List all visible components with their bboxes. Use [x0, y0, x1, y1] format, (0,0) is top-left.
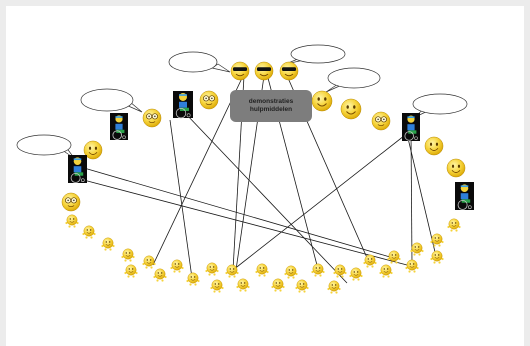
small-smiley-icon: [255, 263, 269, 277]
wheelchair-user-icon: [110, 113, 128, 140]
label-line-1: demonstraties: [248, 98, 294, 105]
smiley-icon: [83, 140, 103, 160]
smiley-icon: [199, 90, 219, 110]
small-smiley-icon: [271, 278, 285, 292]
small-smiley-icon: [379, 264, 393, 278]
smiley-icon: [446, 158, 466, 178]
small-smiley-icon: [82, 225, 96, 239]
sunglasses-smiley-icon: [254, 61, 274, 81]
smiley-icon: [371, 111, 391, 131]
small-smiley-icon: [295, 279, 309, 293]
small-smiley-icon: [142, 255, 156, 269]
smiley-icon: [340, 98, 362, 120]
wheelchair-user-icon: [455, 182, 474, 210]
sunglasses-smiley-icon: [230, 61, 250, 81]
small-smiley-icon: [153, 268, 167, 282]
label-line-2: hulpmiddelen: [249, 106, 293, 113]
sunglasses-smiley-icon: [279, 61, 299, 81]
small-smiley-icon: [387, 250, 401, 264]
wheelchair-user-icon: [68, 155, 87, 183]
speech-bubble-icon: [325, 67, 381, 93]
connection-line: [152, 75, 244, 266]
small-smiley-icon: [210, 279, 224, 293]
small-smiley-icon: [447, 218, 461, 232]
small-smiley-icon: [349, 267, 363, 281]
connection-line: [83, 167, 391, 258]
small-smiley-icon: [170, 259, 184, 273]
smiley-icon: [311, 90, 333, 112]
wheelchair-user-icon: [173, 91, 193, 119]
small-smiley-icon: [311, 263, 325, 277]
speech-bubble-icon: [80, 88, 143, 113]
smiley-icon: [142, 108, 162, 128]
smiley-icon: [424, 136, 444, 156]
connection-line: [185, 113, 348, 284]
small-smiley-icon: [236, 278, 250, 292]
small-smiley-icon: [363, 254, 377, 268]
small-smiley-icon: [225, 264, 239, 278]
diagram-sheet: demonstraties hulpmiddelen: [6, 6, 524, 346]
speech-bubble-icon: [168, 51, 231, 73]
small-smiley-icon: [121, 248, 135, 262]
small-smiley-icon: [405, 259, 419, 273]
small-smiley-icon: [410, 242, 424, 256]
connection-line: [410, 131, 413, 266]
connection-line: [75, 177, 408, 266]
small-smiley-icon: [327, 280, 341, 294]
network-diagram: [16, 44, 474, 294]
small-smiley-icon: [65, 214, 79, 228]
wheelchair-user-icon: [402, 113, 420, 141]
small-smiley-icon: [101, 237, 115, 251]
smiley-icon: [61, 192, 81, 212]
small-smiley-icon: [186, 272, 200, 286]
small-smiley-icon: [430, 250, 444, 264]
central-label-box: demonstraties hulpmiddelen: [230, 90, 312, 122]
connection-line: [232, 131, 410, 271]
small-smiley-icon: [205, 262, 219, 276]
speech-bubble-icon: [16, 134, 75, 159]
connection-line: [169, 119, 193, 279]
small-smiley-icon: [333, 264, 347, 278]
speech-bubble-icon: [412, 93, 468, 119]
connection-line: [406, 133, 436, 253]
speech-bubble-icon: [285, 44, 346, 65]
small-smiley-icon: [284, 265, 298, 279]
people-icons: [61, 61, 474, 294]
small-smiley-icon: [430, 233, 444, 247]
small-smiley-icon: [124, 264, 138, 278]
